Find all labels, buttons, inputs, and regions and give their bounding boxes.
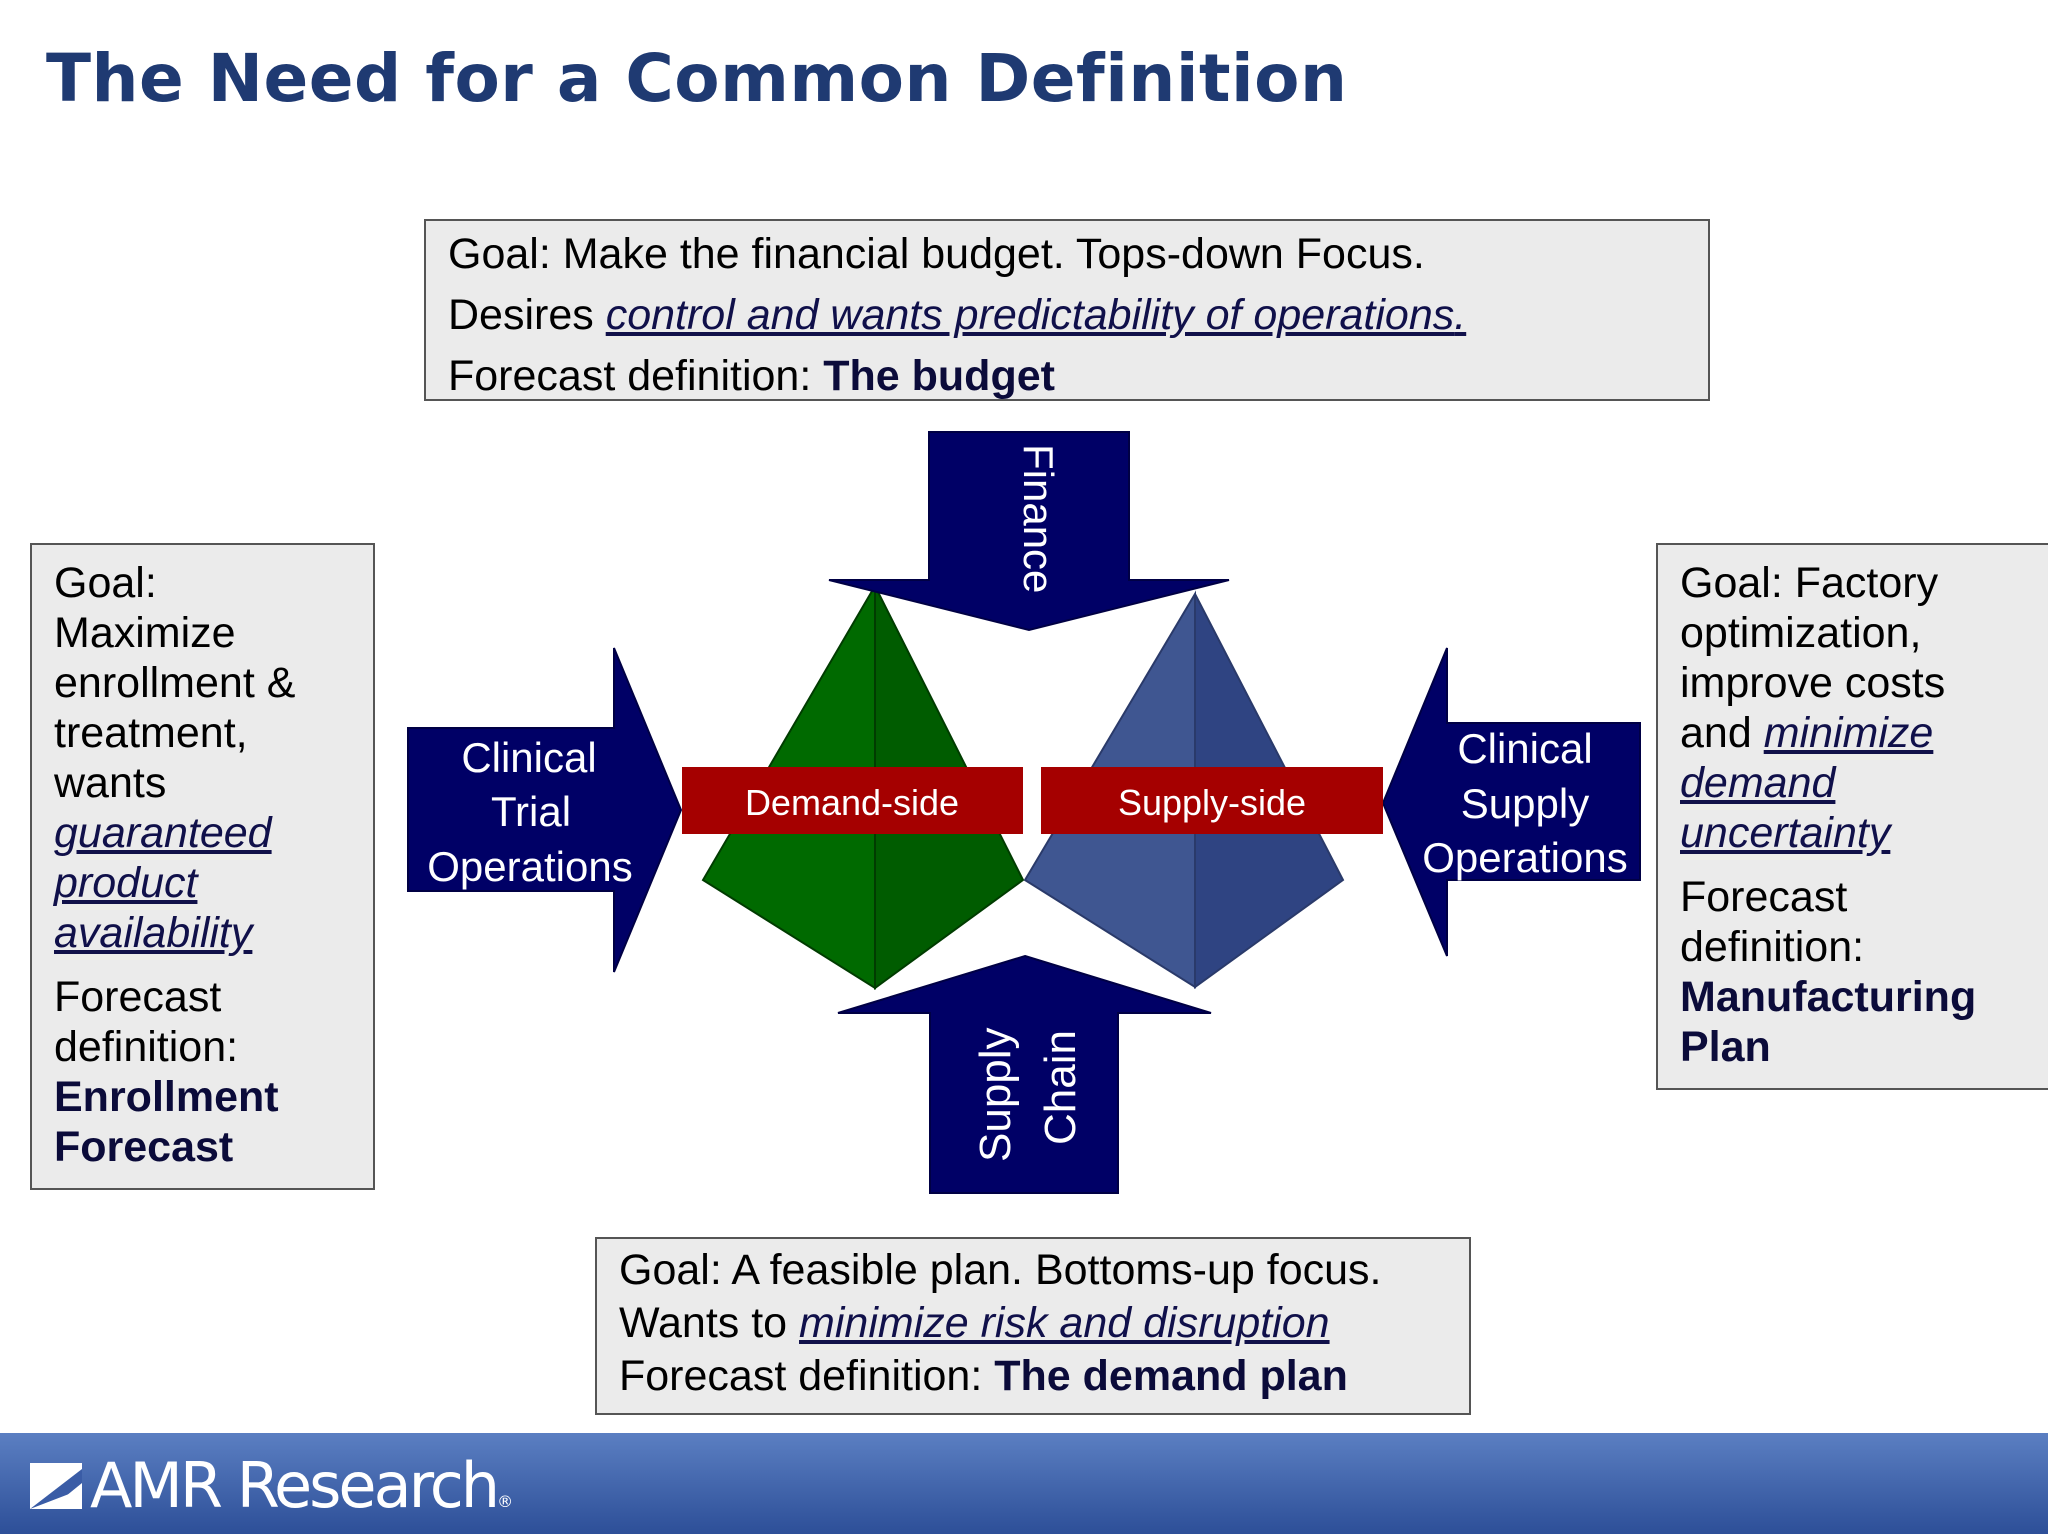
supply-chain-arrow bbox=[837, 954, 1212, 1194]
csops-arrow-label-3: Operations bbox=[1422, 834, 1627, 881]
supply-forecast-line: Forecast definition: The demand plan bbox=[619, 1352, 1348, 1400]
supply-wants-line: Wants to minimize risk and disruption bbox=[619, 1299, 1330, 1347]
supply-chain-goal-box: Goal: A feasible plan. Bottoms-up focus.… bbox=[595, 1237, 1471, 1415]
trial-arrow-label-3: Operations bbox=[427, 843, 632, 890]
finance-desires-line: Desires control and wants predictability… bbox=[448, 291, 1467, 339]
finance-arrow-label: Finance bbox=[1015, 444, 1062, 593]
trial-arrow-label-2: Trial bbox=[491, 788, 571, 835]
clinical-supply-operations-arrow bbox=[1381, 647, 1641, 957]
footer-bar: AMR Research® bbox=[0, 1433, 2048, 1534]
supply-chain-arrow-label-1: Supply bbox=[971, 1027, 1020, 1162]
supply-chain-arrow-label-2: Chain bbox=[1036, 1030, 1085, 1145]
forecast-diagram: Finance Supply Chain Clinical Trial Oper… bbox=[407, 431, 1641, 1194]
finance-arrow bbox=[828, 431, 1230, 632]
amr-research-logo: AMR Research® bbox=[90, 1449, 514, 1522]
demand-side-label: Demand-side bbox=[745, 782, 959, 823]
trial-arrow-label-1: Clinical bbox=[461, 734, 596, 781]
csops-arrow-label-1: Clinical bbox=[1457, 725, 1592, 772]
csops-arrow-label-2: Supply bbox=[1461, 780, 1589, 827]
clinical-trial-operations-arrow bbox=[407, 647, 683, 973]
supply-side-label: Supply-side bbox=[1118, 782, 1306, 823]
clinical-trial-goal-box: Goal: Maximize enrollment & treatment, w… bbox=[30, 543, 375, 1190]
finance-forecast-line: Forecast definition: The budget bbox=[448, 352, 1055, 400]
finance-goal-line: Goal: Make the financial budget. Tops-do… bbox=[448, 230, 1425, 278]
demand-side-band bbox=[682, 767, 1023, 834]
clinical-supply-goal-box: Goal: Factory optimization, improve cost… bbox=[1656, 543, 2048, 1090]
amr-logo-icon bbox=[30, 1463, 82, 1509]
finance-goal-box: Goal: Make the financial budget. Tops-do… bbox=[424, 219, 1710, 401]
supply-side-band bbox=[1041, 767, 1383, 834]
supply-goal-line: Goal: A feasible plan. Bottoms-up focus. bbox=[619, 1246, 1382, 1294]
slide-title: The Need for a Common Definition bbox=[46, 40, 1348, 117]
